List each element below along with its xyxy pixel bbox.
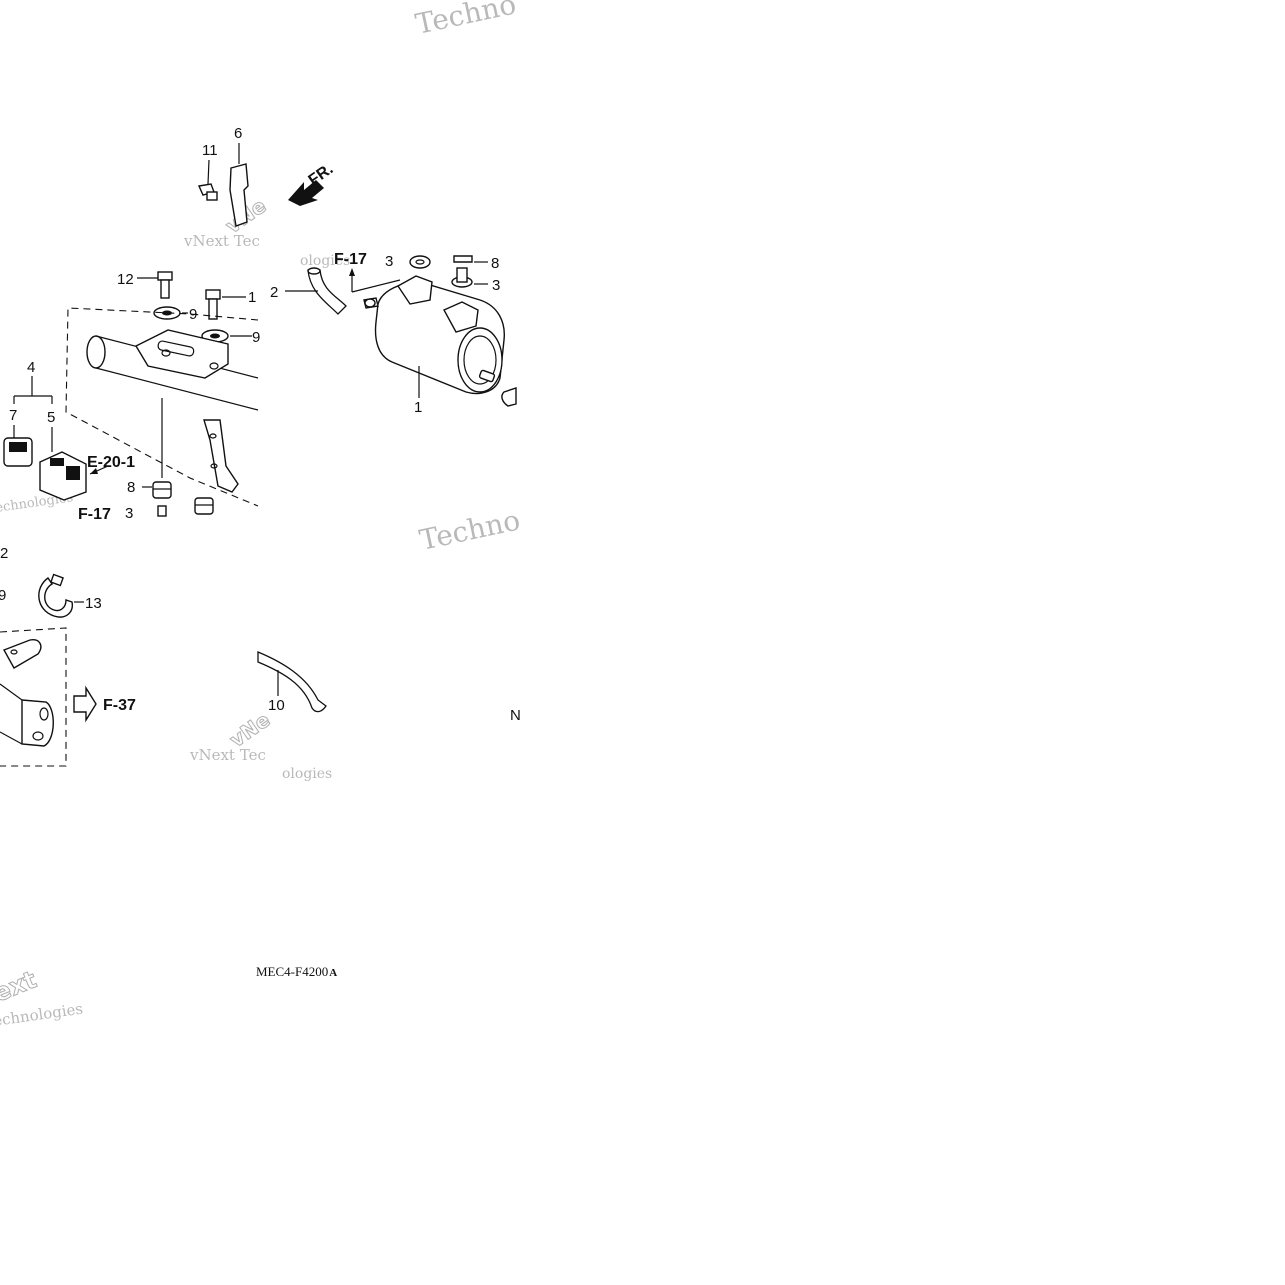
part-4-bracket-lines (13, 376, 53, 404)
part-7-cap (3, 425, 33, 467)
f-37-arrow (73, 685, 97, 723)
callout-13: 13 (85, 595, 102, 612)
part-12-bolt (137, 271, 173, 299)
part-8-grommet (142, 481, 172, 499)
callout-12: 12 (117, 271, 134, 288)
watermark-text: vNext Tec (189, 746, 266, 764)
part-13-hose-clamp (38, 573, 84, 618)
callout-3: 3 (385, 253, 393, 270)
part-5-solenoid-valve (39, 427, 109, 501)
front-direction-arrow: FR. (288, 161, 336, 206)
frame-member (86, 329, 259, 493)
callout-3: 3 (125, 505, 133, 522)
part-1-canister (363, 275, 505, 398)
part-3-collar-right (451, 267, 488, 288)
callout-7: 7 (9, 407, 17, 424)
callout-1: 1 (414, 399, 422, 416)
f17-pointer (349, 268, 401, 293)
callout-6: 6 (234, 125, 242, 142)
callout-9: 9 (0, 587, 6, 604)
hose-stub-right (501, 387, 517, 407)
ref-e-20-1: E-20-1 (87, 454, 135, 471)
ref-f-17-bottom: F-17 (78, 506, 111, 523)
callout-2: 2 (0, 545, 8, 562)
watermark-text: vNext Tec (183, 232, 260, 250)
callout-5: 5 (47, 409, 55, 426)
callout-10: 10 (268, 697, 285, 714)
watermark-text: ologies (282, 766, 332, 782)
lower-dashed-box (0, 627, 67, 767)
watermark-text: ologies (300, 253, 350, 269)
part-6-bracket (229, 143, 249, 227)
callout-3: 3 (492, 277, 500, 294)
callout-8: 8 (491, 255, 499, 272)
callout-2: 2 (270, 284, 278, 301)
edge-fragment: N (510, 707, 521, 724)
lower-frame-member (0, 639, 54, 747)
drawing-code: MEC4-F4200A (256, 964, 337, 979)
callout-4: 4 (27, 359, 35, 376)
watermark-text: ext (0, 965, 40, 1007)
callout-8: 8 (127, 479, 135, 496)
frame-section-dashed-box (65, 307, 259, 507)
part-8-grommet-top (453, 255, 488, 263)
callout-1-top: 1 (248, 289, 256, 306)
callout-11: 11 (202, 142, 218, 159)
part-1-bolt (205, 289, 246, 320)
ref-f-17-top: F-17 (334, 251, 367, 268)
watermark-text: echnologies (0, 1000, 84, 1030)
part-2-tube (285, 267, 347, 315)
watermark-text: Techno (413, 0, 519, 41)
part-10-hose (257, 651, 327, 713)
part-11-bolt (197, 159, 218, 201)
part-3-collar-top (409, 255, 431, 269)
ref-f-37: F-37 (103, 697, 136, 714)
part-grommet-lower (194, 497, 214, 515)
part-3-collar (157, 505, 167, 517)
callout-9: 9 (252, 329, 260, 346)
watermark-text: Techno (417, 503, 523, 556)
